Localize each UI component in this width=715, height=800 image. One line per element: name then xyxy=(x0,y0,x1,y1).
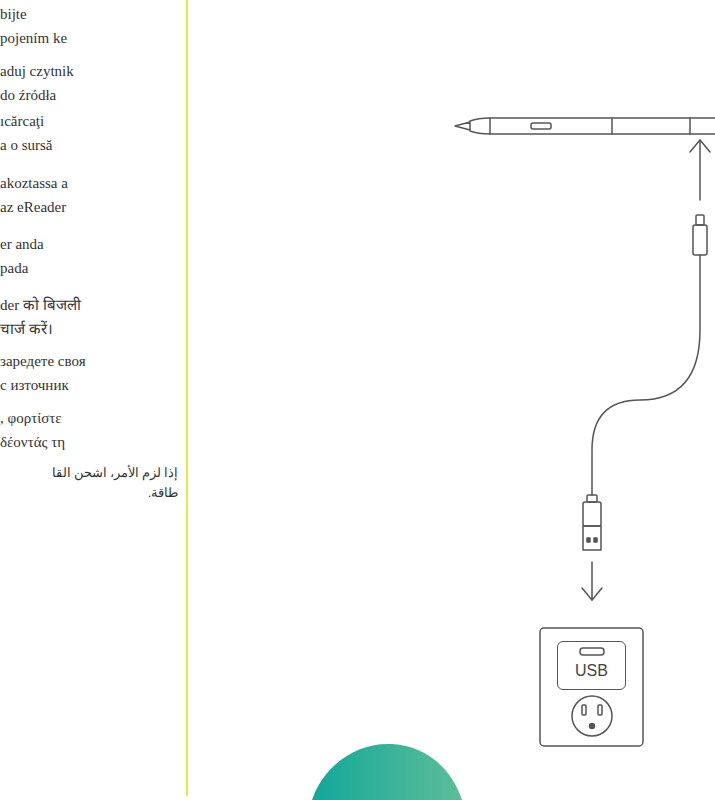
down-arrow xyxy=(582,562,602,600)
instruction-text: der को बिजली चार्ज करें। xyxy=(0,293,81,341)
up-arrow xyxy=(690,140,710,200)
cable xyxy=(592,255,700,495)
decorative-blob xyxy=(312,744,462,800)
instruction-text: akoztassa a az eReader xyxy=(0,171,68,219)
divider-line xyxy=(186,0,188,796)
instruction-text: , φορτίστε δέοντάς τη xyxy=(0,406,65,454)
wall-outlet xyxy=(540,628,643,746)
instruction-text: ıcărcaţi a o sursă xyxy=(0,109,53,157)
usb-port: USB xyxy=(557,641,626,690)
port-label: USB xyxy=(558,662,625,680)
instruction-text: er anda pada xyxy=(0,232,44,280)
stylus xyxy=(455,118,715,134)
instruction-text: aduj czytnik do źródła xyxy=(0,59,74,107)
instruction-text: إذا لزم الأمر، اشحن القا طاقة. xyxy=(0,463,178,503)
instruction-text: bijte pojením ke xyxy=(0,2,67,50)
instruction-text: зaредете своя с източник xyxy=(0,349,86,397)
usb-c-connector xyxy=(693,215,707,255)
usb-a-connector xyxy=(583,495,601,550)
